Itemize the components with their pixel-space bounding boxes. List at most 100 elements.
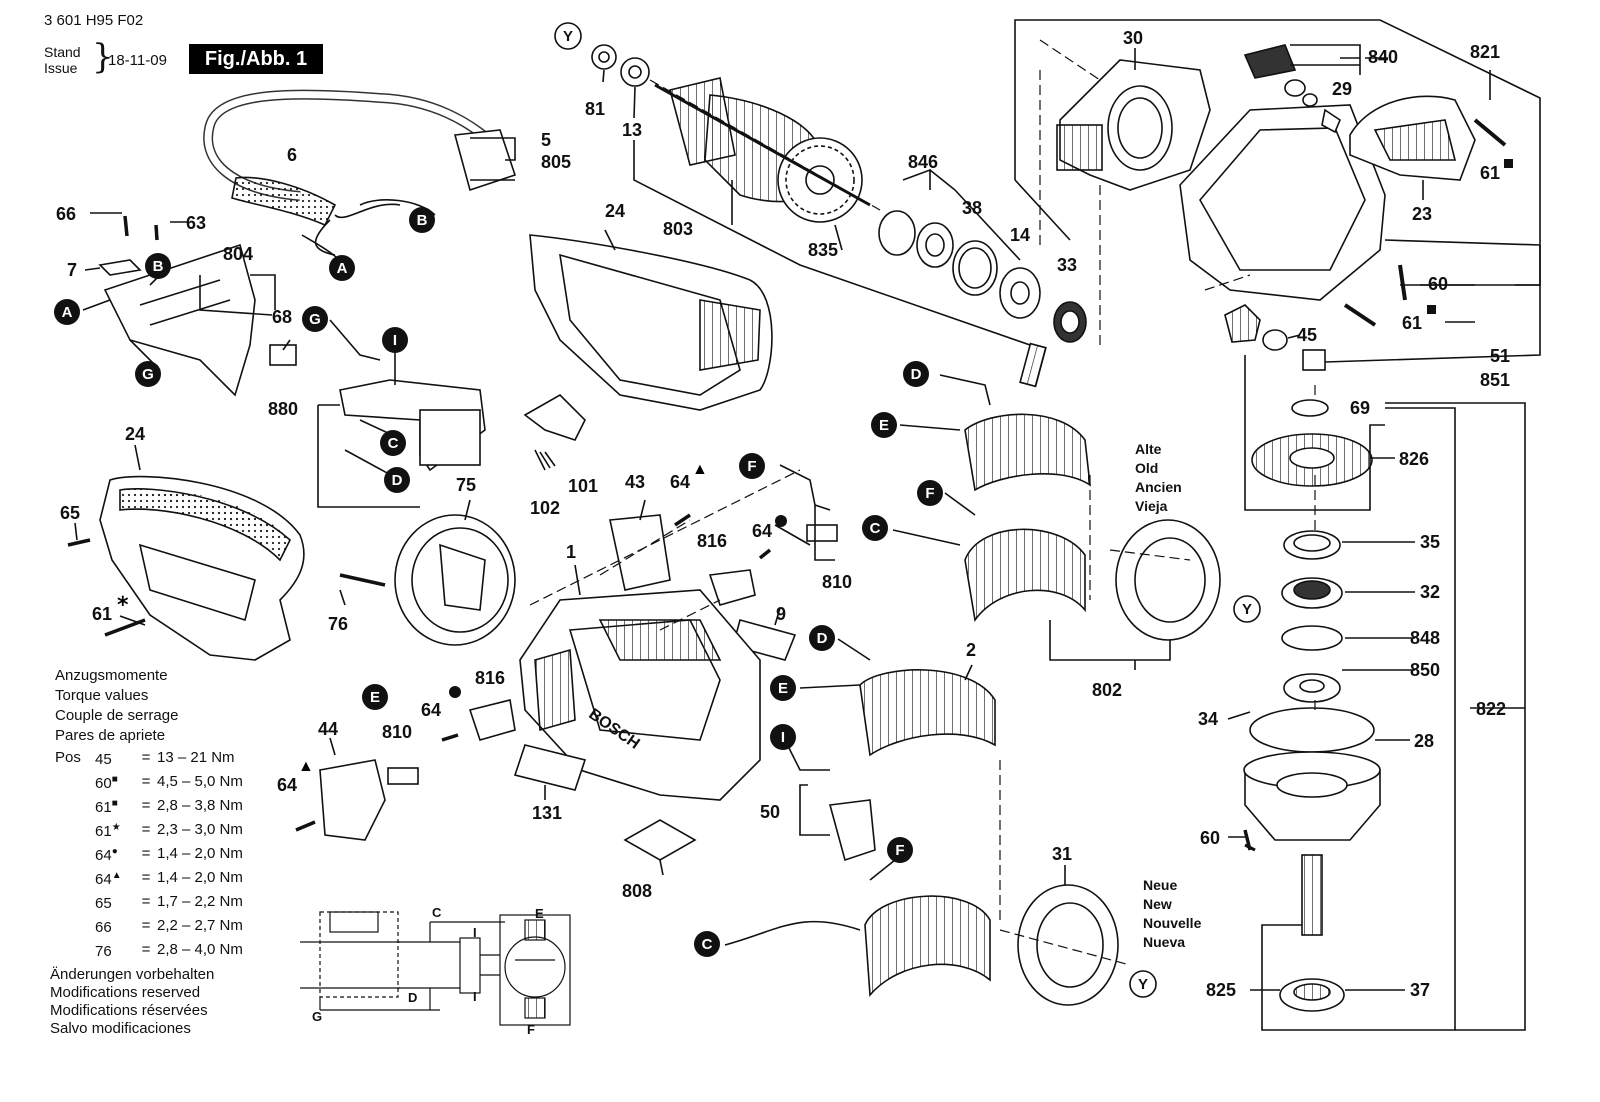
axis-y-markers: Y Y Y xyxy=(554,22,1261,998)
torque-equals: = xyxy=(141,893,151,910)
snap-ring-846-shape xyxy=(878,210,916,256)
new-version-label: Neue New Nouvelle Nueva xyxy=(1143,876,1201,952)
torque-symbol: ▲ xyxy=(111,870,122,881)
torque-row: 64●=1,4 – 2,0 Nm xyxy=(55,842,249,866)
torque-range: 13 – 21 Nm xyxy=(157,749,235,766)
square-symbol-lower xyxy=(1427,305,1436,314)
torque-part-id: 66 xyxy=(95,919,112,936)
connector-i-module-marker: I xyxy=(382,327,408,353)
part-101: 101 xyxy=(568,476,598,496)
old-label-es: Vieja xyxy=(1135,498,1168,514)
plug-shape xyxy=(453,129,517,192)
part-102: 102 xyxy=(530,498,560,518)
svg-text:D: D xyxy=(817,630,828,647)
cover-44-shape xyxy=(319,759,386,841)
torque-pos-cell xyxy=(55,770,95,794)
torque-range: 1,7 – 2,2 Nm xyxy=(157,893,243,910)
svg-text:A: A xyxy=(62,304,73,321)
new-label-en: New xyxy=(1143,896,1172,912)
part-75: 75 xyxy=(456,475,476,495)
spindle-shape xyxy=(1301,854,1323,936)
svg-text:E: E xyxy=(879,417,889,434)
torque-title-fr: Couple de serrage xyxy=(55,707,179,724)
part-24-top: 24 xyxy=(605,201,625,221)
axis-y-top-marker: Y xyxy=(554,22,582,50)
star-symbol: * xyxy=(117,593,129,618)
torque-row: 64▲=1,4 – 2,0 Nm xyxy=(55,866,249,890)
part-63: 63 xyxy=(186,213,206,233)
torque-row: 65=1,7 – 2,2 Nm xyxy=(55,890,249,914)
connector-b-upper-marker: B xyxy=(409,207,435,233)
notice-de: Änderungen vorbehalten xyxy=(50,966,215,983)
field-coil-old-top-shape xyxy=(964,413,1091,492)
torque-part-id: 45 xyxy=(95,751,112,768)
slide-switch-shape xyxy=(98,259,142,276)
part-64-triangle-upper: 64 xyxy=(670,472,690,492)
torque-equals: = xyxy=(141,941,151,958)
spindle-lock-button-shape xyxy=(1243,44,1297,79)
svg-text:C: C xyxy=(870,520,881,537)
svg-text:A: A xyxy=(337,260,348,277)
field-coil-old-bottom-shape xyxy=(964,528,1086,623)
wiring-label-g: G xyxy=(312,1009,322,1024)
part-880: 880 xyxy=(268,399,298,419)
svg-text:F: F xyxy=(895,842,904,859)
torque-part-number: 60■ xyxy=(95,770,139,794)
cover-plate-43-shape xyxy=(609,514,671,591)
torque-equals: = xyxy=(141,797,151,814)
torque-part-id: 64 xyxy=(95,871,112,888)
new-label-es: Nueva xyxy=(1143,934,1186,950)
torque-row: 66=2,2 – 2,7 Nm xyxy=(55,914,249,938)
torque-pos-cell xyxy=(55,938,95,962)
svg-text:I: I xyxy=(781,729,785,746)
switch-lock-shape xyxy=(269,344,297,366)
svg-text:D: D xyxy=(392,472,403,489)
part-2: 2 xyxy=(966,640,976,660)
old-label-fr: Ancien xyxy=(1135,479,1182,495)
dot-symbol-lower xyxy=(449,686,461,698)
torque-row: 61★=2,3 – 3,0 Nm xyxy=(55,818,249,842)
svg-text:E: E xyxy=(778,680,788,697)
part-825: 825 xyxy=(1206,980,1236,1000)
part-5: 5 xyxy=(541,130,551,150)
connector-c-old-marker: C xyxy=(862,515,888,541)
stand-issue-label: Stand Issue xyxy=(44,44,81,76)
part-846: 846 xyxy=(908,152,938,172)
fan-baffle-75-shape xyxy=(394,514,516,646)
brace-glyph: } xyxy=(92,37,114,77)
connector-b-switch-marker: B xyxy=(145,253,171,279)
svg-text:Y: Y xyxy=(1242,601,1252,618)
wiring-label-d: D xyxy=(408,990,417,1005)
connector-d-module-marker: D xyxy=(384,467,410,493)
brush-holder-816a-shape xyxy=(708,569,756,606)
part-61-square-upper: 61 xyxy=(1480,163,1500,183)
svg-text:C: C xyxy=(702,936,713,953)
torque-symbol: ★ xyxy=(111,822,121,833)
switch-body-shape xyxy=(103,243,256,397)
part-76: 76 xyxy=(328,614,348,634)
torque-row: 76=2,8 – 4,0 Nm xyxy=(55,938,249,962)
field-coil-new-top-shape xyxy=(859,669,996,757)
connector-markers: B A B A G G I C D F D E F C D E E I F C xyxy=(54,207,943,957)
spring-102-shape xyxy=(534,449,556,471)
part-numbers: 5 805 6 66 63 7 804 68 880 24 24 65 61 *… xyxy=(56,28,1513,1037)
torque-equals: = xyxy=(141,917,151,934)
part-64-dot-upper: 64 xyxy=(752,521,772,541)
connector-a-upper-marker: A xyxy=(329,255,355,281)
part-60-upper: 60 xyxy=(1428,274,1448,294)
part-66-switch: 66 xyxy=(56,204,76,224)
old-version-label: Alte Old Ancien Vieja xyxy=(1135,440,1182,516)
torque-equals: = xyxy=(141,869,151,886)
svg-text:I: I xyxy=(393,332,397,349)
connector-g-switch-marker: G xyxy=(135,361,161,387)
part-810-upper: 810 xyxy=(822,572,852,592)
torque-range: 1,4 – 2,0 Nm xyxy=(157,845,243,862)
part-32: 32 xyxy=(1420,582,1440,602)
circlip-848-shape xyxy=(1281,625,1343,651)
torque-part-number: 61■ xyxy=(95,794,139,818)
issue-date: 18-11-09 xyxy=(108,52,167,69)
connector-a-switch-marker: A xyxy=(54,299,80,325)
part-1: 1 xyxy=(566,542,576,562)
